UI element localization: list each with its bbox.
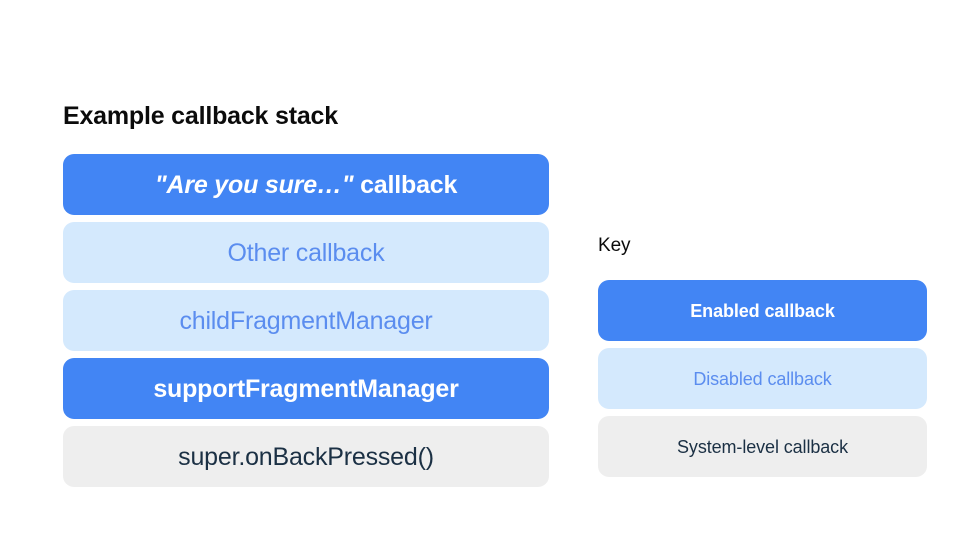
key-item-label: Disabled callback bbox=[693, 368, 832, 389]
callback-stack-item-child-fragment-manager[interactable]: childFragmentManager bbox=[63, 290, 549, 351]
key-item-label: System-level callback bbox=[677, 436, 848, 457]
callback-trailing-text: callback bbox=[353, 170, 458, 199]
key-legend-list: Enabled callback Disabled callback Syste… bbox=[598, 280, 927, 477]
callback-stack-list: "Are you sure…" callback Other callback … bbox=[63, 154, 549, 487]
callback-stack-item-label: childFragmentManager bbox=[179, 306, 433, 335]
callback-stack-item-label: supportFragmentManager bbox=[153, 374, 459, 403]
key-item-system-level-callback: System-level callback bbox=[598, 416, 927, 477]
key-item-disabled-callback: Disabled callback bbox=[598, 348, 927, 409]
key-panel: Key Enabled callback Disabled callback S… bbox=[598, 234, 927, 477]
callback-stack-item-super-on-back-pressed[interactable]: super.onBackPressed() bbox=[63, 426, 549, 487]
callback-stack-item-are-you-sure[interactable]: "Are you sure…" callback bbox=[63, 154, 549, 215]
callback-stack-item-label: "Are you sure…" callback bbox=[154, 170, 458, 200]
callback-stack-panel: Example callback stack "Are you sure…" c… bbox=[63, 100, 549, 487]
key-title: Key bbox=[598, 235, 631, 256]
key-item-label: Enabled callback bbox=[690, 300, 835, 321]
callback-stack-item-other-callback[interactable]: Other callback bbox=[63, 222, 549, 283]
page-title: Example callback stack bbox=[63, 102, 338, 130]
callback-stack-item-label: Other callback bbox=[227, 238, 385, 267]
callback-stack-item-label: super.onBackPressed() bbox=[178, 442, 434, 471]
callback-stack-item-support-fragment-manager[interactable]: supportFragmentManager bbox=[63, 358, 549, 419]
key-item-enabled-callback: Enabled callback bbox=[598, 280, 927, 341]
callback-quoted-text: "Are you sure…" bbox=[154, 170, 354, 199]
